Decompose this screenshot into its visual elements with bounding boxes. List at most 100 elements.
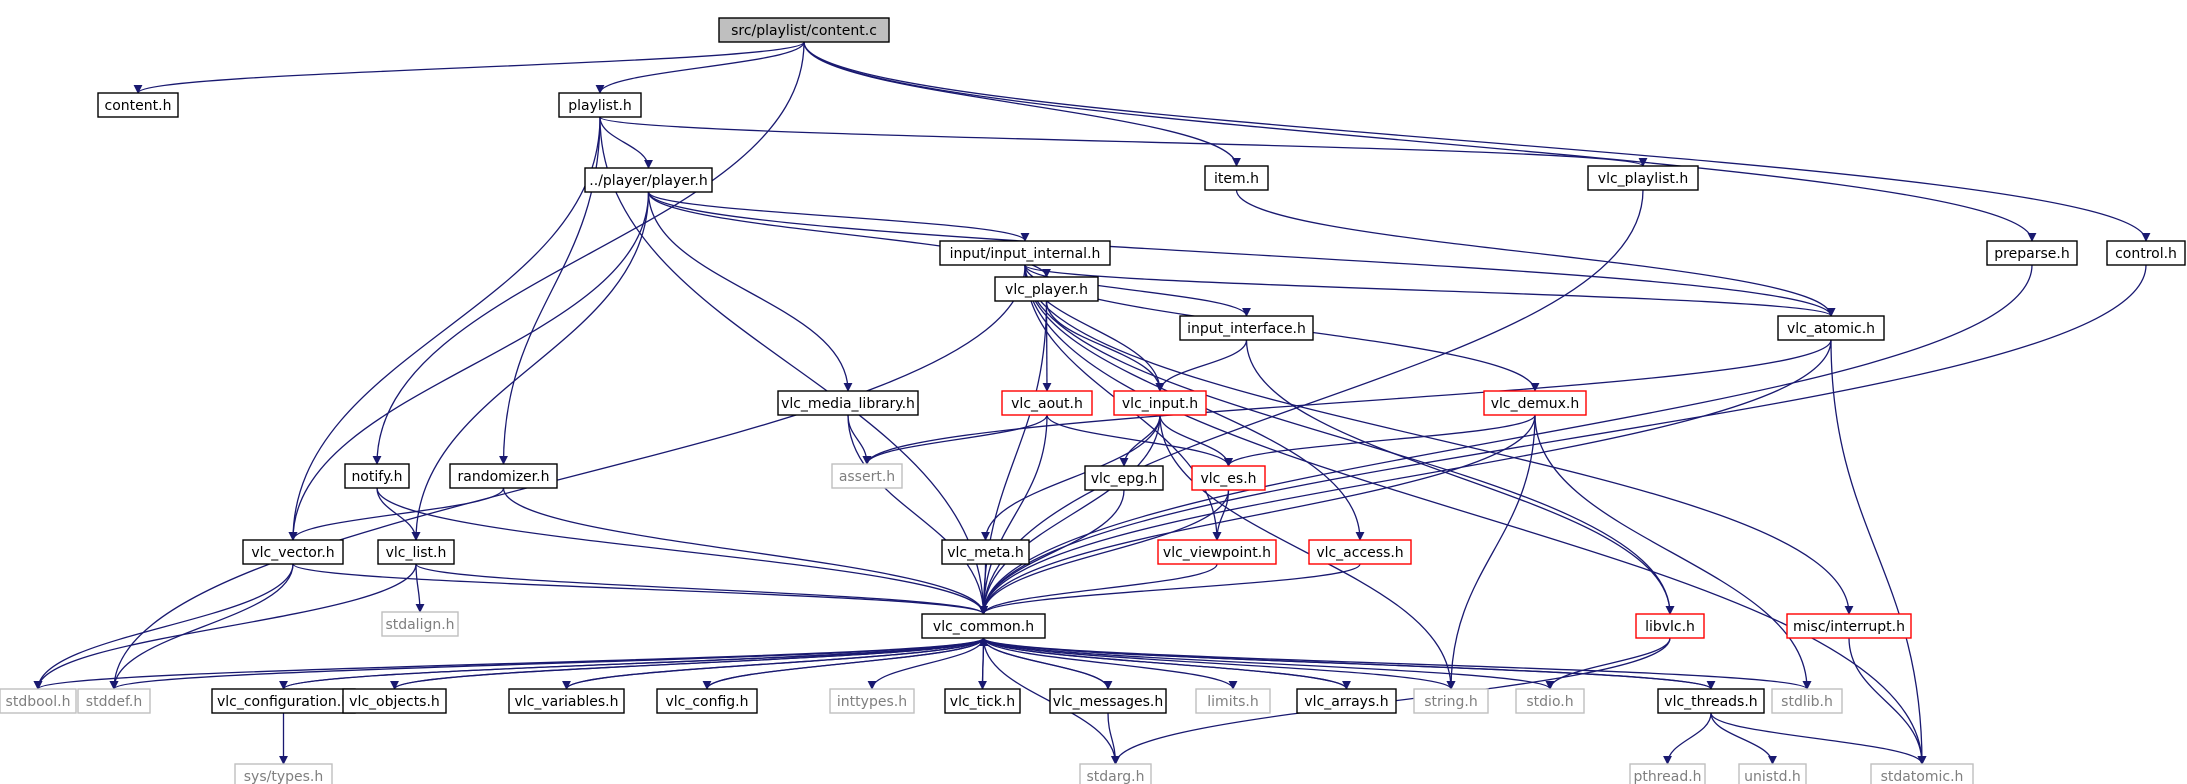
node-content-c[interactable]: src/playlist/content.c [718,17,890,43]
node-label: vlc_list.h [386,545,447,561]
node-label: playlist.h [568,98,632,114]
edge-item-h-to-vlc-atomic-h [1235,189,1836,317]
node-label: libvlc.h [1645,619,1695,635]
node-sys-types-h[interactable]: sys/types.h [234,763,333,784]
node-vlc-common-h[interactable]: vlc_common.h [921,613,1046,639]
node-label: vlc_playlist.h [1598,171,1688,187]
node-label: content.h [105,98,172,114]
edge-input-internal-h-to-stddef-h [109,264,1026,690]
node-input-internal-h[interactable]: input/input_internal.h [939,240,1111,266]
node-limits-h[interactable]: limits.h [1195,688,1271,714]
node-box [234,763,333,784]
node-vlc-messages-h[interactable]: vlc_messages.h [1049,688,1167,714]
node-assert-h[interactable]: assert.h [831,463,903,489]
node-vlc-media-library-h[interactable]: vlc_media_library.h [777,390,919,416]
node-randomizer-h[interactable]: randomizer.h [449,463,558,489]
edge-vlc-vector-h-to-stdbool-h [33,563,294,690]
node-vlc-variables-h[interactable]: vlc_variables.h [508,688,625,714]
node-content-h[interactable]: content.h [97,92,179,118]
edge-vlc-arrays-h-to-vlc-common-h [979,637,1348,690]
node-stddef-h[interactable]: stddef.h [77,688,151,714]
node-vlc-list-h[interactable]: vlc_list.h [377,539,455,565]
edge-vlc-threads-h-to-vlc-common-h [979,637,1712,690]
node-label: vlc_input.h [1122,396,1198,412]
node-label: input_interface.h [1187,321,1306,337]
node-vlc-config-h[interactable]: vlc_config.h [656,688,758,714]
node-stdatomic-h[interactable]: stdatomic.h [1870,763,1974,784]
node-control-h[interactable]: control.h [2106,240,2186,266]
node-stdlib-h[interactable]: stdlib.h [1771,688,1843,714]
node-inttypes-h[interactable]: inttypes.h [829,688,915,714]
node-vlc-es-h[interactable]: vlc_es.h [1191,465,1266,491]
edge-vlc-input-h-to-vlc-common-h [979,414,1161,615]
node-vlc-configuration-h[interactable]: vlc_configuration.h [211,688,356,714]
node-label: sys/types.h [244,769,323,784]
edge-input-internal-h-to-vlc-atomic-h [1024,264,1836,317]
node-box [829,688,915,714]
edge-vlc-common-h-to-limits-h [982,637,1238,690]
node-vlc-objects-h[interactable]: vlc_objects.h [342,688,447,714]
edge-vlc-common-h-to-string-h [982,637,1456,690]
node-item-h[interactable]: item.h [1204,165,1269,191]
node-box [1657,688,1765,714]
node-box [584,167,713,193]
node-box [1587,165,1699,191]
node-label: misc/interrupt.h [1793,619,1905,635]
node-stdarg-h[interactable]: stdarg.h [1079,763,1152,784]
edge-vlc-viewpoint-h-to-vlc-common-h [979,563,1218,615]
node-box [1777,315,1885,341]
node-vlc-aout-h[interactable]: vlc_aout.h [1001,390,1093,416]
node-label: vlc_messages.h [1053,694,1163,710]
nodes-layer: src/playlist/content.c content.h playlist.… [0,17,2186,784]
node-vlc-meta-h[interactable]: vlc_meta.h [941,539,1030,565]
node-label: vlc_access.h [1316,545,1403,561]
node-label: pthread.h [1633,769,1701,784]
node-vlc-player-h[interactable]: vlc_player.h [994,276,1099,302]
edge-player-h-to-vlc-vector-h [288,191,650,541]
node-vlc-vector-h[interactable]: vlc_vector.h [242,539,344,565]
edge-playlist-h-to-vlc-playlist-h [599,116,1648,167]
node-label: stdatomic.h [1881,769,1964,784]
node-misc-interrupt-h[interactable]: misc/interrupt.h [1786,613,1912,639]
node-vlc-demux-h[interactable]: vlc_demux.h [1483,390,1587,416]
edge-input-internal-h-to-input-interface-h [1024,264,1251,317]
edge-input-internal-h-to-libvlc-h [1024,264,1675,615]
edge-player-h-to-vlc-list-h [411,191,650,541]
node-label: vlc_configuration.h [217,694,350,710]
node-libvlc-h[interactable]: libvlc.h [1635,613,1705,639]
node-unistd-h[interactable]: unistd.h [1738,763,1807,784]
edge-vlc-tick-h-to-vlc-common-h [978,637,988,690]
node-stdbool-h[interactable]: stdbool.h [0,688,77,714]
edge-vlc-common-h-to-stddef-h [109,637,985,690]
node-string-h[interactable]: string.h [1413,688,1489,714]
node-vlc-arrays-h[interactable]: vlc_arrays.h [1296,688,1397,714]
node-input-interface-h[interactable]: input_interface.h [1179,315,1314,341]
node-vlc-access-h[interactable]: vlc_access.h [1308,539,1412,565]
node-box [1049,688,1167,714]
edge-vlc-config-h-to-vlc-common-h [706,637,988,690]
node-vlc-epg-h[interactable]: vlc_epg.h [1084,465,1164,491]
edge-vlc-demux-h-to-vlc-es-h [1224,414,1536,467]
node-vlc-threads-h[interactable]: vlc_threads.h [1657,688,1765,714]
node-box [1084,465,1164,491]
node-box [77,688,151,714]
node-vlc-playlist-h[interactable]: vlc_playlist.h [1587,165,1699,191]
node-label: vlc_es.h [1200,471,1256,487]
node-pthread-h[interactable]: pthread.h [1629,763,1706,784]
node-player-h[interactable]: ../player/player.h [584,167,713,193]
node-label: limits.h [1207,694,1258,710]
node-box [2106,240,2186,266]
node-label: stdalign.h [385,617,454,633]
node-vlc-input-h[interactable]: vlc_input.h [1113,390,1207,416]
node-vlc-tick-h[interactable]: vlc_tick.h [944,688,1021,714]
node-vlc-atomic-h[interactable]: vlc_atomic.h [1777,315,1885,341]
node-vlc-viewpoint-h[interactable]: vlc_viewpoint.h [1157,539,1277,565]
node-label: src/playlist/content.c [731,23,877,39]
node-preparse-h[interactable]: preparse.h [1986,240,2078,266]
node-playlist-h[interactable]: playlist.h [558,92,642,118]
node-stdio-h[interactable]: stdio.h [1515,688,1585,714]
node-label: vlc_meta.h [947,545,1024,561]
node-stdalign-h[interactable]: stdalign.h [381,611,459,637]
node-notify-h[interactable]: notify.h [344,463,410,489]
